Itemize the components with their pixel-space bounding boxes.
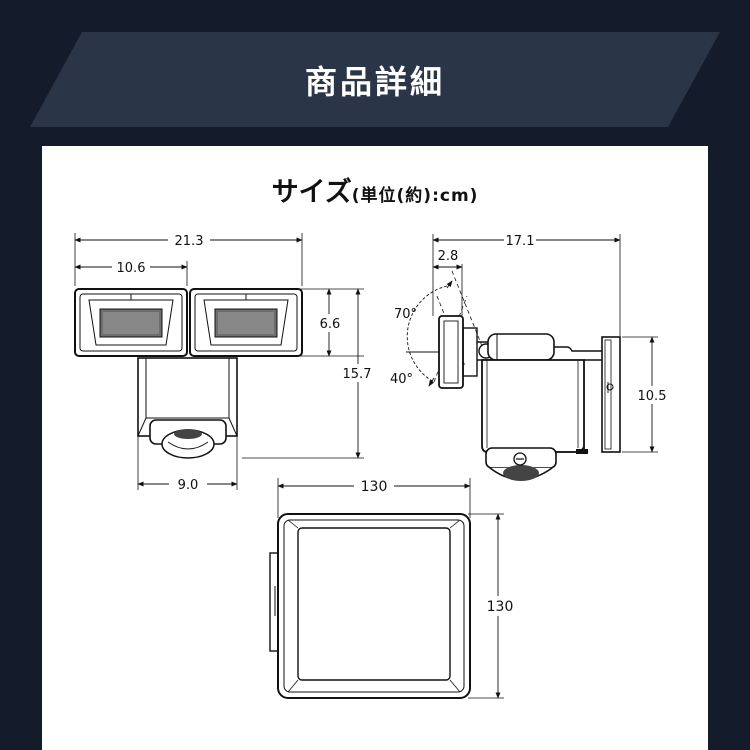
dimension-drawing: 21.3 10.6 6.6 15.7 9.0 (74, 231, 676, 699)
front-view (74, 233, 364, 490)
angle-tilt-down: 40° (390, 372, 413, 387)
header-banner: 商品詳細 (30, 32, 720, 127)
unit-label: (単位(約):cm) (351, 186, 479, 206)
dim-panel-height: 130 (487, 599, 514, 615)
dim-overall-height: 15.7 (343, 367, 372, 382)
dim-head-offset: 2.8 (438, 249, 459, 264)
angle-tilt-up: 70° (394, 307, 417, 322)
dim-body-width: 9.0 (178, 478, 199, 493)
dim-panel-width: 130 (361, 479, 388, 495)
dim-body-height: 10.5 (638, 389, 667, 404)
size-heading: サイズ(単位(約):cm) (42, 170, 708, 209)
page-title: 商品詳細 (304, 62, 445, 101)
dim-head-width: 10.6 (117, 261, 146, 276)
banner-shape (30, 32, 720, 127)
side-view (406, 234, 658, 481)
dim-overall-width: 21.3 (175, 234, 204, 249)
dim-head-height: 6.6 (320, 317, 341, 332)
solar-panel-view (269, 478, 504, 699)
size-title: サイズ (271, 177, 352, 208)
dim-depth: 17.1 (506, 234, 535, 249)
size-panel: サイズ(単位(約):cm) (42, 146, 708, 750)
